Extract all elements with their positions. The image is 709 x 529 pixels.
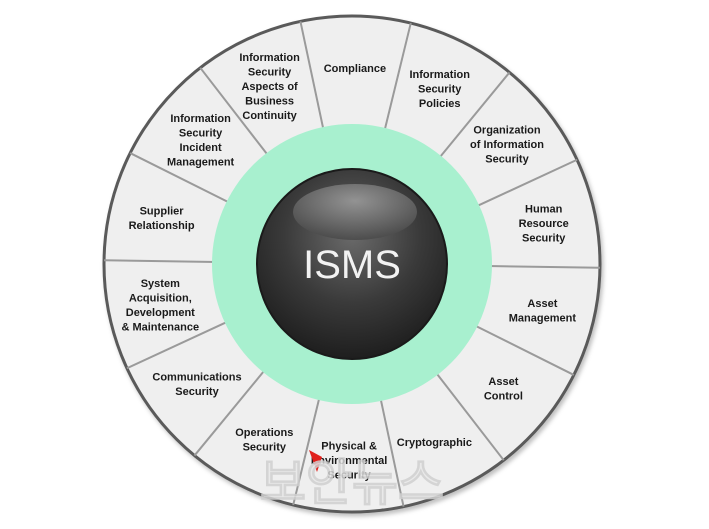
segment-divider xyxy=(193,368,267,457)
center-gloss xyxy=(293,184,417,240)
segment-divider xyxy=(292,395,321,506)
segment-divider xyxy=(379,396,405,507)
segment-divider xyxy=(383,22,412,133)
segment-divider xyxy=(474,158,578,208)
segment-divider xyxy=(129,152,231,205)
segment-divider xyxy=(126,320,230,370)
segment-divider xyxy=(299,21,325,132)
segment-divider xyxy=(473,323,575,376)
segment-divider xyxy=(487,265,600,269)
center-label: ISMS xyxy=(303,243,401,287)
segment-divider xyxy=(104,259,217,263)
segment-divider xyxy=(437,71,511,160)
watermark: 보안뉴스 xyxy=(260,455,444,511)
segment-label: Cryptographic xyxy=(397,437,472,449)
segment-divider xyxy=(199,67,270,158)
segment-dividers xyxy=(104,21,600,507)
red-marker-icon xyxy=(309,450,322,472)
segment-divider xyxy=(434,370,505,461)
segment-label: Compliance xyxy=(324,63,386,75)
